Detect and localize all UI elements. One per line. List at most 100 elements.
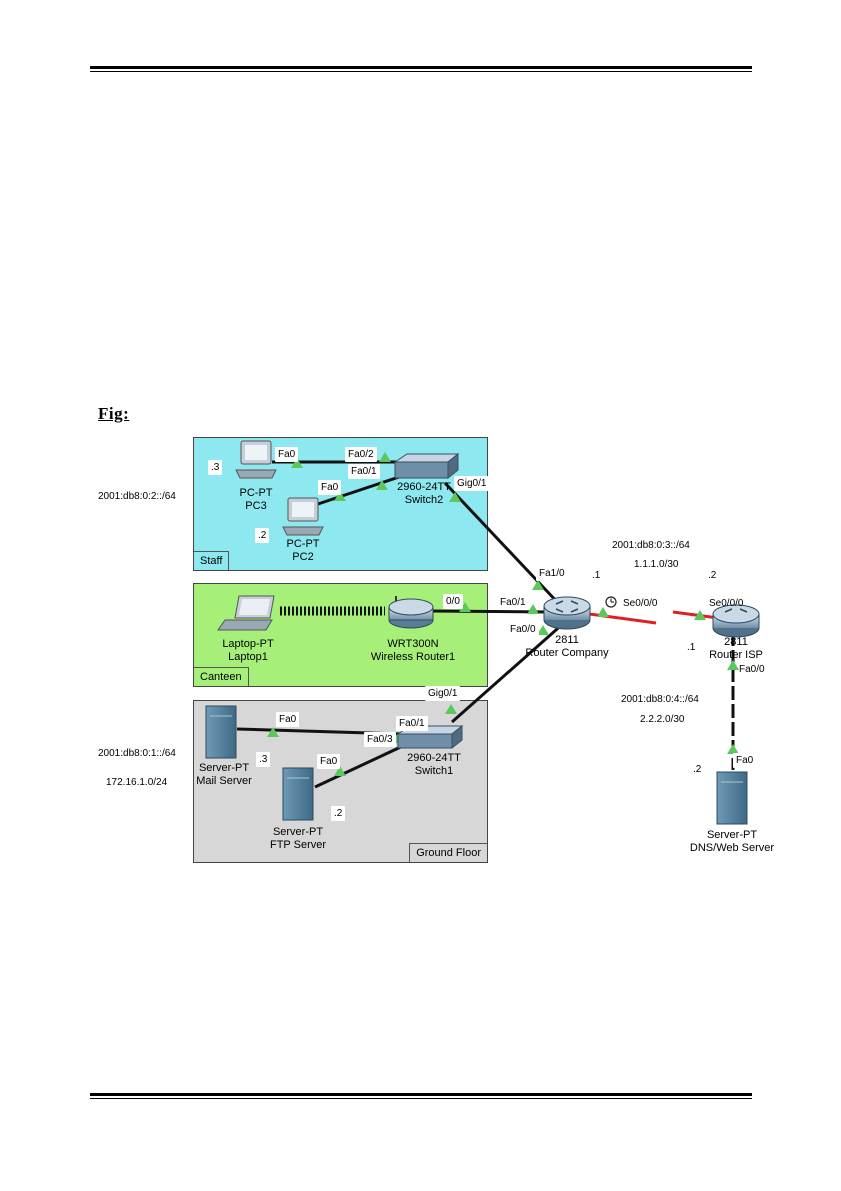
link-serial-wan-2 bbox=[672, 610, 719, 620]
ftp-port: Fa0 bbox=[317, 754, 341, 769]
risp-port-fa00: Fa0/0 bbox=[739, 664, 765, 675]
wrouter-name: Wireless Router1 bbox=[370, 651, 456, 663]
rcompany-port-fa00: Fa0/0 bbox=[507, 622, 539, 637]
switch2-label: 2960-24TT Switch2 bbox=[397, 481, 451, 507]
mail-port: Fa0 bbox=[276, 712, 300, 727]
pc2-name: PC2 bbox=[292, 551, 314, 563]
clock-icon bbox=[605, 596, 617, 608]
risp-name: Router ISP bbox=[709, 649, 763, 661]
ftp-server-icon[interactable] bbox=[282, 767, 314, 821]
pc3-label: PC-PT PC3 bbox=[240, 487, 273, 513]
ftp-type: Server-PT bbox=[272, 826, 324, 838]
port-marker bbox=[291, 458, 303, 468]
port-marker bbox=[445, 704, 457, 714]
risp-address-wan: .2 bbox=[705, 568, 720, 583]
rcompany-type: 2811 bbox=[555, 634, 579, 646]
ftp-label: Server-PT FTP Server bbox=[270, 826, 326, 852]
header-rule bbox=[90, 66, 752, 72]
isp-network-ipv6: 2001:db8:0:4::/64 bbox=[618, 692, 702, 707]
port-marker bbox=[727, 744, 739, 754]
router-gig01-label: Gig0/1 bbox=[425, 686, 461, 701]
wireless-router-icon[interactable] bbox=[388, 596, 434, 629]
wan-network-ipv4: 1.1.1.0/30 bbox=[631, 557, 682, 572]
pc2-icon[interactable] bbox=[282, 497, 324, 536]
switch2-port-fa02: Fa0/2 bbox=[345, 447, 377, 462]
zone-ground-label: Ground Floor bbox=[409, 843, 487, 862]
port-marker bbox=[267, 727, 279, 737]
mail-name: Mail Server bbox=[196, 775, 252, 787]
port-marker bbox=[379, 452, 391, 462]
ftp-name: FTP Server bbox=[269, 839, 327, 851]
link-serial-wan bbox=[581, 611, 657, 625]
wrouter-label: WRT300N Wireless Router1 bbox=[371, 638, 455, 664]
pc2-type: PC-PT bbox=[286, 538, 320, 550]
laptop1-type: Laptop-PT bbox=[222, 638, 274, 650]
pc3-icon[interactable] bbox=[235, 440, 277, 479]
zone-staff-label: Staff bbox=[194, 551, 230, 570]
switch1-port-fa03: Fa0/3 bbox=[364, 732, 396, 747]
port-marker bbox=[527, 604, 539, 614]
footer-rule bbox=[90, 1093, 752, 1099]
ground-network-ipv4: 172.16.1.0/24 bbox=[103, 775, 171, 790]
rcompany-port-fa01: Fa0/1 bbox=[497, 595, 529, 610]
port-marker bbox=[459, 602, 471, 612]
pc2-label: PC-PT PC2 bbox=[287, 538, 320, 564]
risp-address-lan: .1 bbox=[684, 640, 699, 655]
switch2-port-gig01: Gig0/1 bbox=[454, 476, 490, 491]
port-marker bbox=[532, 580, 544, 590]
risp-type: 2811 bbox=[724, 636, 748, 648]
risp-port-se000: Se0/0/0 bbox=[709, 598, 744, 609]
wrouter-port: 0/0 bbox=[443, 594, 463, 609]
mail-address: .3 bbox=[256, 752, 271, 767]
rcompany-address: .1 bbox=[589, 568, 604, 583]
mail-type: Server-PT bbox=[198, 762, 250, 774]
switch1-name: Switch1 bbox=[414, 765, 454, 777]
ftp-address: .2 bbox=[331, 806, 346, 821]
isp-network-ipv4: 2.2.2.0/30 bbox=[637, 712, 688, 727]
rcompany-label: 2811 Router Company bbox=[525, 634, 608, 660]
link-pc2-switch2 bbox=[314, 473, 406, 507]
pc3-address: .3 bbox=[208, 460, 223, 475]
wrouter-type: WRT300N bbox=[387, 638, 439, 650]
link-switch1-router bbox=[451, 620, 566, 724]
switch2-port-fa01: Fa0/1 bbox=[348, 464, 380, 479]
switch2-type: 2960-24TT bbox=[397, 481, 451, 493]
laptop1-icon[interactable] bbox=[217, 595, 275, 631]
link-ftp-switch1 bbox=[314, 743, 406, 789]
rcompany-port-se000: Se0/0/0 bbox=[623, 598, 658, 609]
laptop1-name: Laptop1 bbox=[228, 651, 268, 663]
port-marker bbox=[376, 480, 388, 490]
laptop1-label: Laptop-PT Laptop1 bbox=[222, 638, 273, 664]
dns-port: Fa0 bbox=[733, 753, 757, 768]
dns-label: Server-PT DNS/Web Server bbox=[690, 829, 774, 855]
ground-network-ipv6: 2001:db8:0:1::/64 bbox=[95, 746, 179, 761]
rcompany-port-fa10: Fa1/0 bbox=[536, 566, 568, 581]
switch1-type: 2960-24TT bbox=[407, 752, 461, 764]
switch1-port-fa01: Fa0/1 bbox=[396, 716, 428, 731]
dns-address: .2 bbox=[690, 762, 705, 777]
rcompany-name: Router Company bbox=[525, 647, 609, 659]
port-marker bbox=[449, 492, 461, 502]
router-company-icon[interactable] bbox=[543, 596, 591, 630]
pc3-port: Fa0 bbox=[275, 447, 299, 462]
wan-network-ipv6: 2001:db8:0:3::/64 bbox=[609, 538, 693, 553]
switch2-icon[interactable] bbox=[393, 452, 460, 480]
port-marker bbox=[597, 607, 609, 617]
zone-canteen-label: Canteen bbox=[194, 667, 249, 686]
pc2-address: .2 bbox=[255, 528, 270, 543]
risp-label: 2811 Router ISP bbox=[709, 636, 763, 662]
port-marker bbox=[334, 766, 346, 776]
port-marker bbox=[334, 491, 346, 501]
port-marker bbox=[694, 610, 706, 620]
staff-network-ipv6: 2001:db8:0:2::/64 bbox=[95, 489, 179, 504]
pc2-port: Fa0 bbox=[318, 480, 342, 495]
figure-label: Fig: bbox=[98, 404, 130, 423]
pc3-type: PC-PT bbox=[239, 487, 273, 499]
pc3-name: PC3 bbox=[245, 500, 267, 512]
switch1-label: 2960-24TT Switch1 bbox=[407, 752, 461, 778]
mail-server-icon[interactable] bbox=[205, 705, 237, 759]
router-isp-icon[interactable] bbox=[712, 604, 760, 638]
mail-label: Server-PT Mail Server bbox=[196, 762, 252, 788]
dns-name: DNS/Web Server bbox=[689, 842, 775, 854]
dns-server-icon[interactable] bbox=[716, 771, 748, 825]
